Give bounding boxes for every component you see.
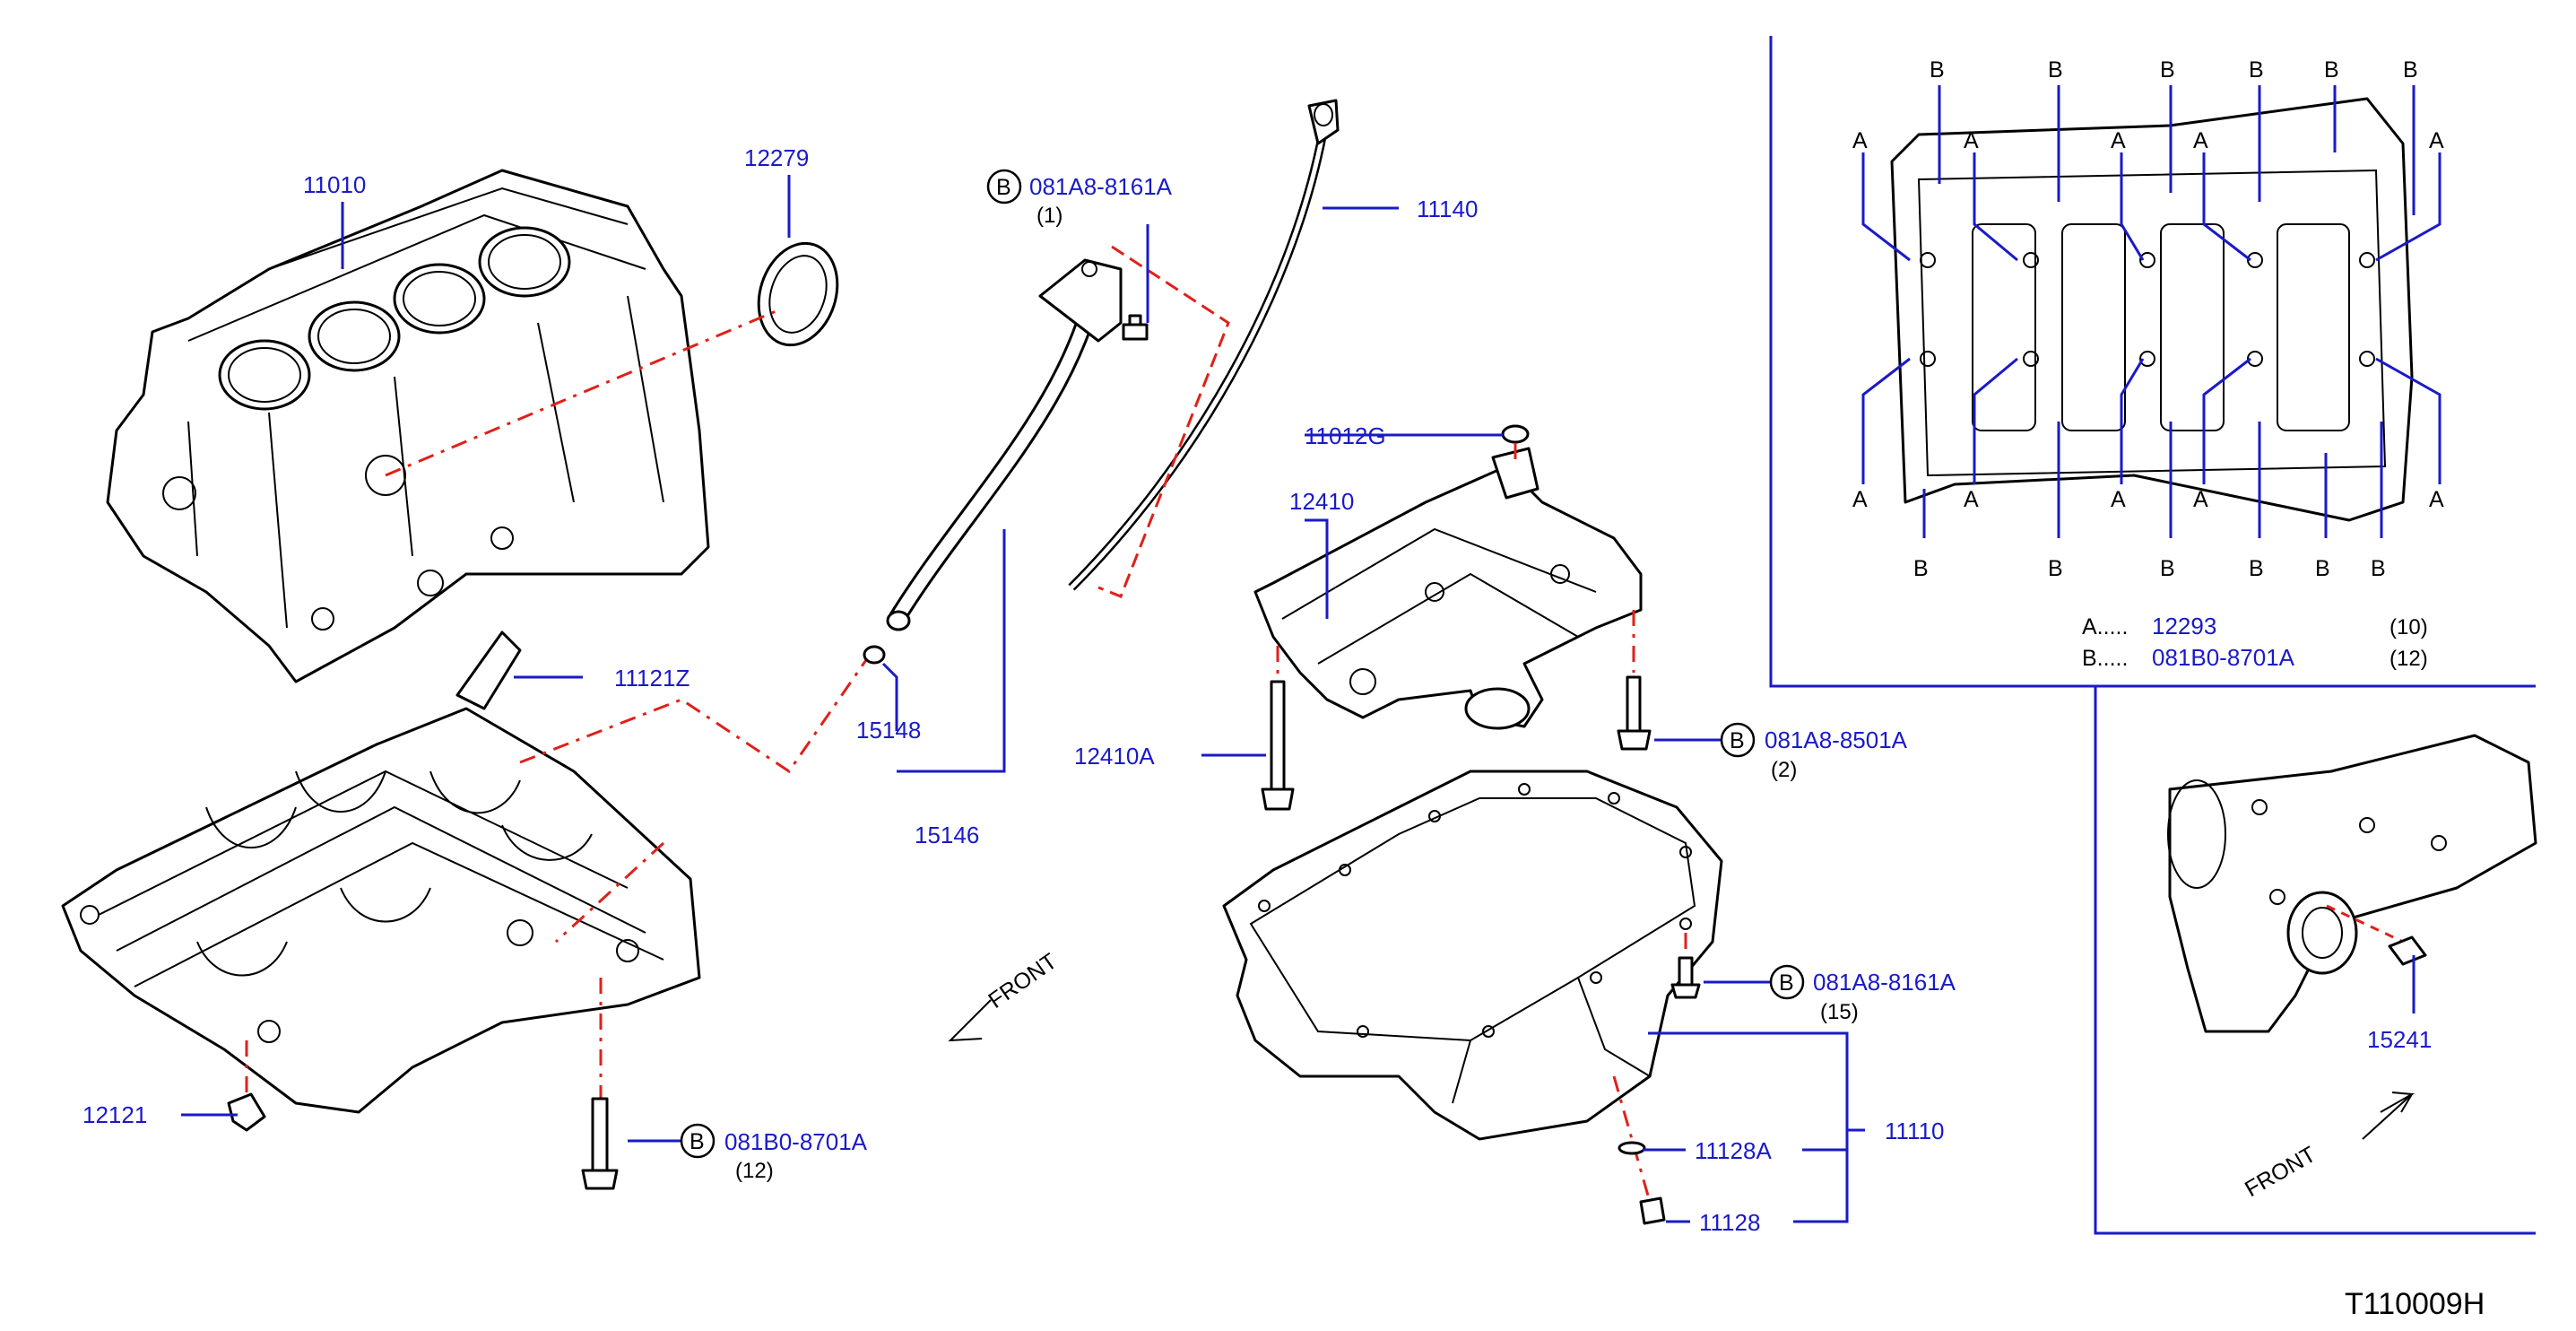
marker-a: A: [2111, 487, 2126, 512]
part-label-081B0-8701A: 081B0-8701A: [724, 1128, 868, 1155]
circle-b-top: B: [986, 169, 1022, 204]
ladder-bolt-drawing: [581, 1097, 619, 1190]
front-arrow-left: FRONT: [948, 949, 1062, 1042]
marker-a: A: [1852, 128, 1868, 153]
rear-oil-seal-drawing: [757, 241, 839, 347]
part-label-15241: 15241: [2367, 1026, 2432, 1053]
part-label-12410A: 12410A: [1074, 743, 1155, 770]
part-label-11012G: 11012G: [1305, 422, 1386, 449]
dipstick-drawing: [1068, 99, 1340, 591]
leader-lines: [181, 175, 2416, 1223]
marker-b: B: [1913, 556, 1929, 581]
diagram-code: T110009H: [2345, 1287, 2485, 1321]
marker-b: B: [2048, 556, 2063, 581]
lower-crankcase-drawing: [61, 707, 701, 1114]
marker-a: A: [2429, 128, 2444, 153]
circle-b-ladder: B: [680, 1123, 716, 1159]
part-label-11110: 11110: [1885, 1118, 1945, 1144]
part-label-15146: 15146: [915, 822, 979, 848]
marker-b: B: [2315, 556, 2330, 581]
circle-b-pump: B: [1720, 722, 1756, 758]
sealant-tube-drawing: [455, 631, 522, 710]
marker-b: B: [2160, 556, 2175, 581]
circle-b-letter: B: [1730, 728, 1745, 753]
part-label-081A8-8161A-pan: 081A8-8161A: [1813, 969, 1956, 996]
legend-b-part: 081B0-8701A: [2152, 644, 2295, 671]
dipstick-guide-drawing: [886, 258, 1123, 631]
oil-pan-drawing: [1222, 770, 1723, 1141]
bolt-pattern-leaders: [1861, 85, 2442, 538]
drain-washer-drawing: [1618, 1141, 1646, 1155]
marker-a: A: [2111, 128, 2126, 153]
oil-pump-drawing: [1253, 447, 1643, 730]
clip-drawing: [227, 1092, 266, 1132]
qty-label-ladder-bolt: (12): [735, 1159, 774, 1183]
front-label-right: FRONT: [2241, 1142, 2320, 1202]
o-ring-15148-drawing: [863, 645, 886, 665]
part-label-081A8-8501A: 081A8-8501A: [1765, 726, 1908, 753]
legend-b-qty: (12): [2390, 647, 2428, 671]
cylinder-block-drawing: [106, 169, 710, 683]
pump-long-bolt-drawing: [1261, 680, 1295, 811]
circle-b-letter: B: [690, 1129, 705, 1154]
front-label-left: FRONT: [984, 949, 1062, 1013]
bolt-pattern-drawing: [1890, 97, 2414, 522]
marker-b: B: [2249, 57, 2264, 83]
part-label-11140: 11140: [1417, 196, 1478, 222]
pump-short-bolt-drawing: [1617, 675, 1652, 751]
part-label-12279: 12279: [744, 144, 809, 171]
block-detail-drawing: [2167, 734, 2537, 1033]
qty-label-pan-bolt: (15): [1820, 1000, 1859, 1024]
circle-b-letter: B: [996, 175, 1011, 200]
marker-a: A: [2193, 128, 2208, 153]
legend-a-qty: (10): [2390, 615, 2428, 639]
legend-a-prefix: A.....: [2082, 614, 2128, 639]
circle-b-pan: B: [1769, 964, 1805, 1000]
front-arrow-right: FRONT: [2241, 1092, 2416, 1202]
bolt-markers: B B B B B B A A A A A A A A A A B B B B …: [1852, 57, 2444, 581]
marker-b: B: [2160, 57, 2175, 83]
part-label-12121: 12121: [82, 1101, 147, 1128]
marker-a: A: [2429, 487, 2444, 512]
part-label-11128A: 11128A: [1695, 1137, 1772, 1164]
part-label-081A8-8161A-guide: 081A8-8161A: [1029, 173, 1173, 200]
guide-bolt-drawing: [1122, 314, 1149, 341]
pan-bolt-drawing: [1670, 956, 1701, 999]
marker-b: B: [2048, 57, 2063, 83]
dowel-15241-drawing: [2388, 935, 2427, 966]
qty-label-pump-bolt: (2): [1771, 758, 1797, 782]
marker-b: B: [2249, 556, 2264, 581]
legend-b-prefix: B.....: [2082, 646, 2128, 671]
part-label-11010: 11010: [303, 171, 366, 198]
qty-label-guide-bolt: (1): [1036, 204, 1062, 228]
marker-b: B: [1930, 57, 1945, 83]
marker-b: B: [2324, 57, 2339, 83]
circle-b-letter: B: [1779, 970, 1794, 996]
marker-a: A: [1852, 487, 1868, 512]
part-label-11128: 11128: [1699, 1209, 1760, 1236]
drain-plug-drawing: [1639, 1196, 1666, 1225]
legend-a-part: 12293: [2152, 613, 2216, 639]
bolt-legend: A..... 12293 (10) B..... 081B0-8701A (12…: [2082, 613, 2428, 671]
marker-a: A: [1964, 487, 1979, 512]
top-right-panel-border: [1769, 36, 2536, 688]
marker-b: B: [2371, 556, 2386, 581]
part-label-12410: 12410: [1289, 488, 1354, 515]
marker-a: A: [2193, 487, 2208, 512]
marker-b: B: [2403, 57, 2418, 83]
part-label-11121Z: 11121Z: [614, 665, 690, 692]
o-ring-11012G-drawing: [1501, 424, 1530, 444]
part-label-15148: 15148: [856, 717, 921, 744]
bottom-right-panel-border: [2094, 686, 2536, 1235]
marker-a: A: [1964, 128, 1979, 153]
